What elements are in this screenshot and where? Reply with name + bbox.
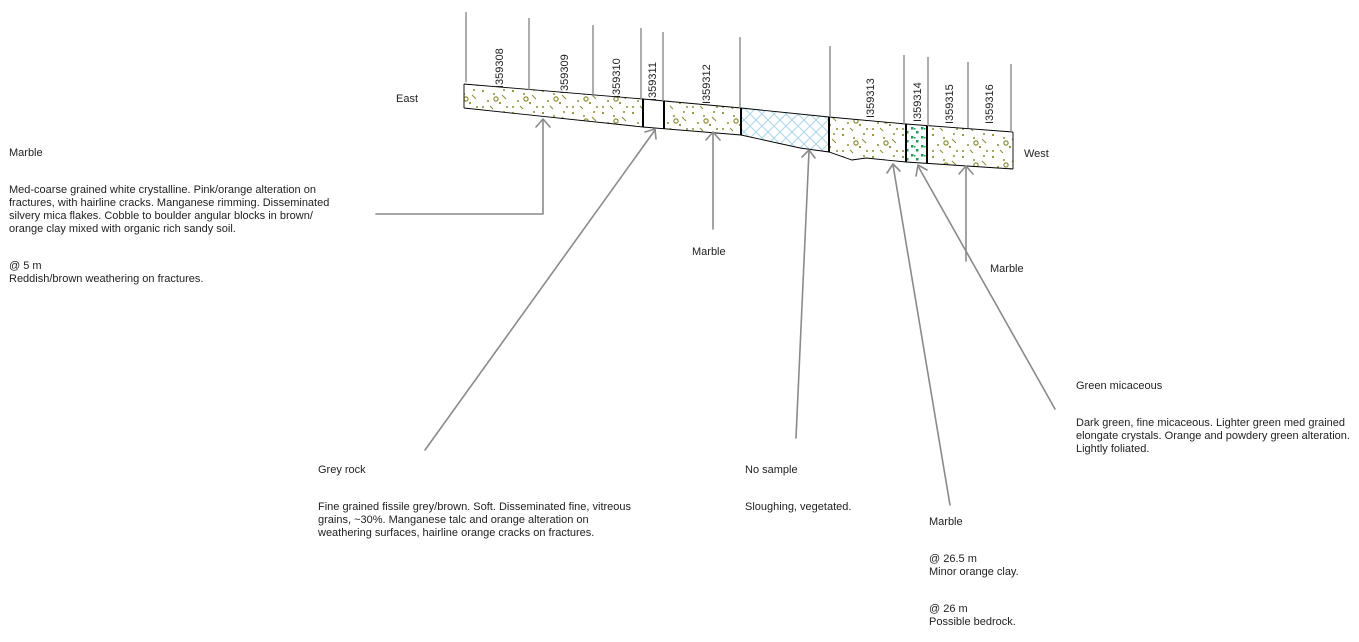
note-marble-left: Marble Med-coarse grained white crystall…	[9, 134, 334, 299]
label-marble-mid: Marble	[692, 246, 726, 258]
leader-green-micaceous	[917, 165, 1056, 410]
note-heading: Grey rock	[318, 464, 366, 476]
arrowhead	[915, 164, 928, 177]
note-heading: Marble	[929, 516, 963, 528]
note-paragraph: @ 5 m Reddish/brown weathering on fractu…	[9, 260, 204, 285]
arrowhead	[958, 165, 974, 175]
unit-marble-2	[664, 101, 741, 135]
sample-id: I359309	[559, 54, 571, 94]
note-paragraph: Fine grained fissile grey/brown. Soft. D…	[318, 501, 632, 539]
sample-id: I359315	[944, 84, 956, 124]
west-label: West	[1024, 148, 1049, 160]
note-grey-rock: Grey rock Fine grained fissile grey/brow…	[318, 451, 638, 553]
arrowhead	[801, 149, 816, 159]
note-marble-bottom: Marble @ 26.5 m Minor orange clay. @ 26 …	[929, 503, 1129, 642]
arrowhead	[886, 163, 901, 174]
note-paragraph: @ 26 m Possible bedrock.	[929, 603, 1016, 628]
leader-marble-bottom	[892, 164, 951, 506]
note-paragraph: Dark green, fine micaceous. Lighter gree…	[1076, 417, 1350, 455]
arrowhead	[644, 128, 657, 140]
sample-id: I359312	[701, 64, 713, 104]
sample-id: I359311	[647, 62, 659, 101]
note-heading: Marble	[9, 147, 43, 159]
note-green-micaceous: Green micaceous Dark green, fine micaceo…	[1076, 367, 1356, 469]
unit-green-micaceous	[906, 124, 927, 163]
east-label: East	[396, 93, 418, 105]
unit-no-sample	[741, 108, 829, 152]
note-paragraph: @ 26.5 m Minor orange clay.	[929, 553, 1019, 578]
label-marble-right: Marble	[990, 263, 1024, 275]
note-heading: No sample	[745, 464, 798, 476]
unit-marble-3	[829, 117, 906, 162]
leader-marble-left	[375, 119, 544, 215]
sample-id: I359313	[865, 78, 877, 118]
cross-section-diagram: I359308 I359309 I359310 I359311 I359312 …	[375, 12, 1056, 506]
unit-grey-rock	[643, 99, 664, 129]
unit-marble-4	[927, 126, 1013, 169]
note-paragraph: Med-coarse grained white crystalline. Pi…	[9, 184, 330, 235]
note-no-sample: No sample Sloughing, vegetated.	[745, 451, 945, 527]
sample-id: I359310	[611, 58, 623, 98]
note-heading: Green micaceous	[1076, 380, 1163, 392]
leader-grey-rock	[424, 129, 656, 451]
note-paragraph: Sloughing, vegetated.	[745, 501, 852, 513]
unit-marble-1	[464, 84, 643, 127]
sample-id: I359316	[984, 84, 996, 124]
leader-no-sample	[795, 150, 810, 439]
arrowhead	[535, 118, 551, 128]
sample-ticks	[465, 12, 1012, 132]
section-outline-top	[463, 83, 1014, 133]
sample-id: I359308	[494, 48, 506, 88]
sample-id: I359314	[912, 82, 924, 122]
arrowhead	[705, 131, 721, 141]
